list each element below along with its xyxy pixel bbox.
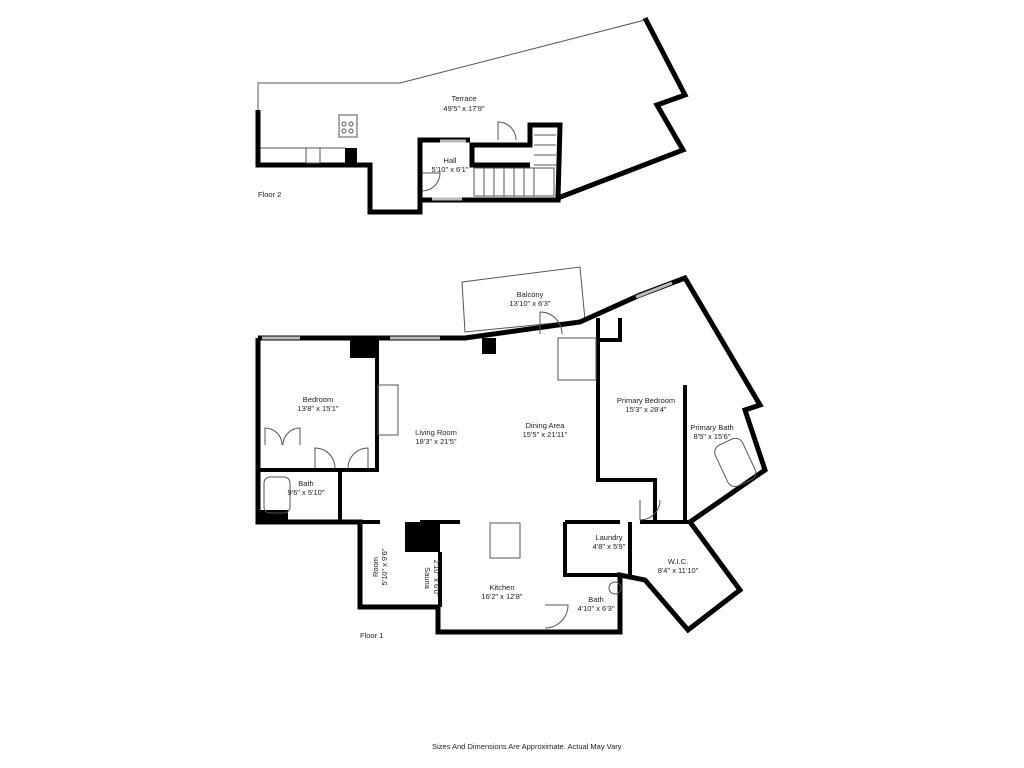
floor-2-exterior-wall (469, 16, 689, 202)
door (539, 311, 563, 335)
room-dims-terrace: 49'5" x 17'9" (443, 104, 484, 113)
room-name-hall: Hall (444, 156, 457, 165)
room-name-sauna: Sauna (423, 567, 432, 590)
kitchen-island (489, 522, 521, 559)
room-name-small-bath: Bath (588, 595, 603, 604)
room-name-bath: Bath (298, 479, 313, 488)
room-name-dining-area: Dining Area (526, 421, 566, 430)
room-dims-living-room: 18'3" x 21'5" (415, 437, 456, 446)
room-dims-bath: 9'6" x 5'10" (288, 488, 325, 497)
floor-1-plan: Balcony 13'10" x 6'3" Bedroom 13'8" x 15… (255, 266, 768, 640)
room-dims-hall: 5'10" x 6'1" (432, 165, 469, 174)
interior-walls (258, 318, 690, 607)
room-name-wic: W.I.C. (668, 557, 688, 566)
floor-label-1: Floor 1 (360, 631, 383, 640)
room-name-bedroom: Bedroom (303, 395, 333, 404)
room-name-balcony: Balcony (517, 290, 544, 299)
door (544, 604, 569, 629)
room-name-living-room: Living Room (415, 428, 457, 437)
room-name-laundry: Laundry (595, 533, 622, 542)
room-dims-primary-bedroom: 15'3" x 28'4" (625, 405, 666, 414)
room-dims-sauna: 2'10" x 6'0" (432, 560, 441, 597)
room-dims-laundry: 4'8" x 5'9" (593, 542, 626, 551)
room-name-terrace: Terrace (451, 94, 476, 103)
closet-doors (264, 427, 301, 446)
footer-disclaimer: Sizes And Dimensions Are Approximate. Ac… (432, 742, 622, 751)
room-dims-balcony: 13'10" x 6'3" (509, 299, 550, 308)
floor-1-exterior-wall (255, 274, 768, 635)
room-dims-small-bath: 4'10" x 6'3" (578, 604, 615, 613)
room-dims-wic: 8'4" x 11'10" (658, 566, 699, 575)
room-dims-bedroom: 13'8" x 15'1" (297, 404, 338, 413)
floor-label-2: Floor 2 (258, 190, 281, 199)
door (314, 447, 369, 469)
staircase (473, 134, 556, 197)
room-dims-kitchen: 16'2" x 12'8" (481, 592, 522, 601)
terrace-railing (257, 19, 646, 112)
room-name-primary-bath: Primary Bath (690, 423, 733, 432)
fireplace (377, 384, 399, 436)
bathtub (714, 437, 757, 488)
room-dims-dining-area: 15'5" x 21'11" (523, 430, 568, 439)
room-name-primary-bedroom: Primary Bedroom (617, 396, 675, 405)
sink (608, 581, 622, 595)
door (497, 121, 517, 141)
room-dims-room: 5'10" x 9'6" (380, 548, 389, 585)
floor-2-wall (255, 110, 470, 215)
staircase (557, 337, 597, 381)
room-name-kitchen: Kitchen (489, 583, 514, 592)
floor-2-plan: Terrace 49'5" x 17'9" Hall 5'10" x 6'1" … (255, 16, 689, 215)
bathtub (263, 476, 291, 514)
door (639, 499, 661, 521)
room-dims-primary-bath: 8'5" x 15'6" (694, 432, 731, 441)
room-name-room: Room (371, 557, 380, 577)
door (421, 172, 441, 192)
